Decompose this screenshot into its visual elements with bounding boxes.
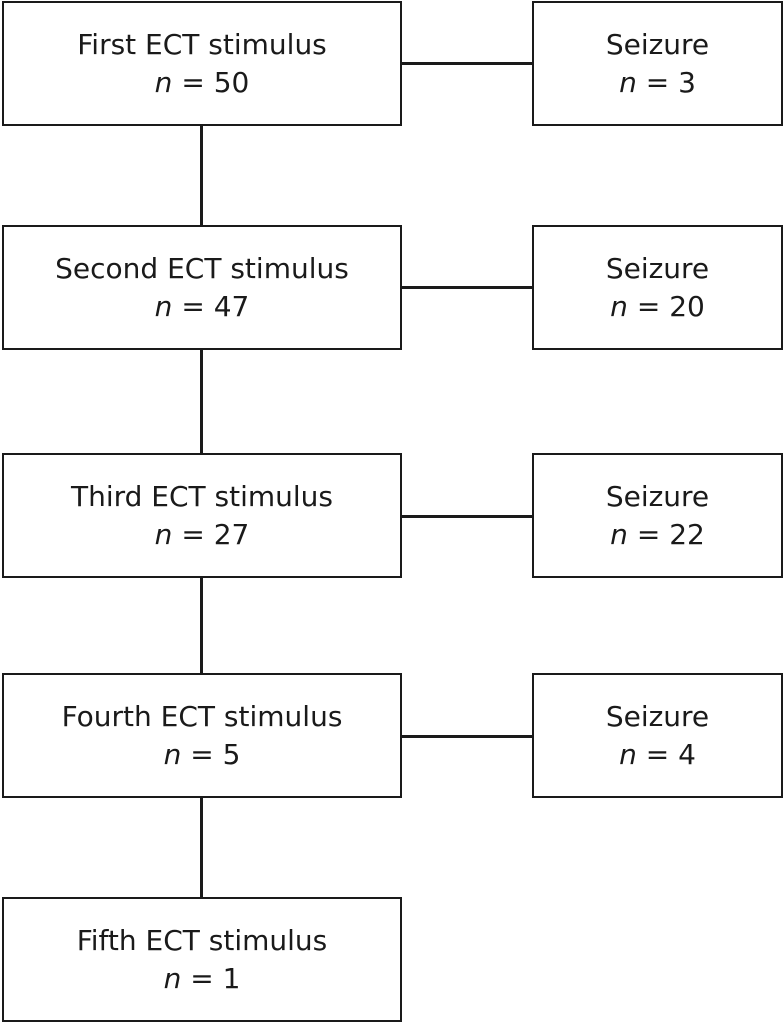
- connector-first-seizure: [402, 62, 532, 65]
- seizure-label: Seizure: [605, 479, 710, 513]
- third-stimulus-box: Third ECT stimulus n = 27: [2, 453, 402, 578]
- seizure-label: Seizure: [605, 27, 710, 61]
- connector-third-seizure: [402, 515, 532, 518]
- seizure-count: n = 20: [610, 289, 705, 323]
- connector-first-second: [200, 126, 203, 226]
- seizure-label: Seizure: [605, 699, 710, 733]
- second-seizure-box: Seizure n = 20: [532, 225, 783, 350]
- connector-second-third: [200, 350, 203, 454]
- stimulus-label: Third ECT stimulus: [70, 479, 334, 513]
- stimulus-label: First ECT stimulus: [77, 27, 327, 61]
- third-seizure-box: Seizure n = 22: [532, 453, 783, 578]
- stimulus-count: n = 47: [154, 289, 250, 323]
- stimulus-label: Second ECT stimulus: [55, 251, 349, 285]
- fourth-stimulus-box: Fourth ECT stimulus n = 5: [2, 673, 402, 798]
- first-stimulus-box: First ECT stimulus n = 50: [2, 1, 402, 126]
- stimulus-label: Fifth ECT stimulus: [76, 923, 328, 957]
- second-stimulus-box: Second ECT stimulus n = 47: [2, 225, 402, 350]
- stimulus-count: n = 1: [163, 961, 241, 995]
- stimulus-count: n = 50: [154, 65, 250, 99]
- connector-second-seizure: [402, 286, 532, 289]
- connector-fourth-seizure: [402, 735, 532, 738]
- connector-fourth-fifth: [200, 798, 203, 898]
- stimulus-count: n = 5: [163, 737, 241, 771]
- first-seizure-box: Seizure n = 3: [532, 1, 783, 126]
- seizure-count: n = 4: [619, 737, 696, 771]
- seizure-count: n = 22: [610, 517, 705, 551]
- stimulus-label: Fourth ECT stimulus: [61, 699, 343, 733]
- fifth-stimulus-box: Fifth ECT stimulus n = 1: [2, 897, 402, 1022]
- seizure-label: Seizure: [605, 251, 710, 285]
- stimulus-count: n = 27: [154, 517, 250, 551]
- fourth-seizure-box: Seizure n = 4: [532, 673, 783, 798]
- connector-third-fourth: [200, 578, 203, 674]
- seizure-count: n = 3: [619, 65, 696, 99]
